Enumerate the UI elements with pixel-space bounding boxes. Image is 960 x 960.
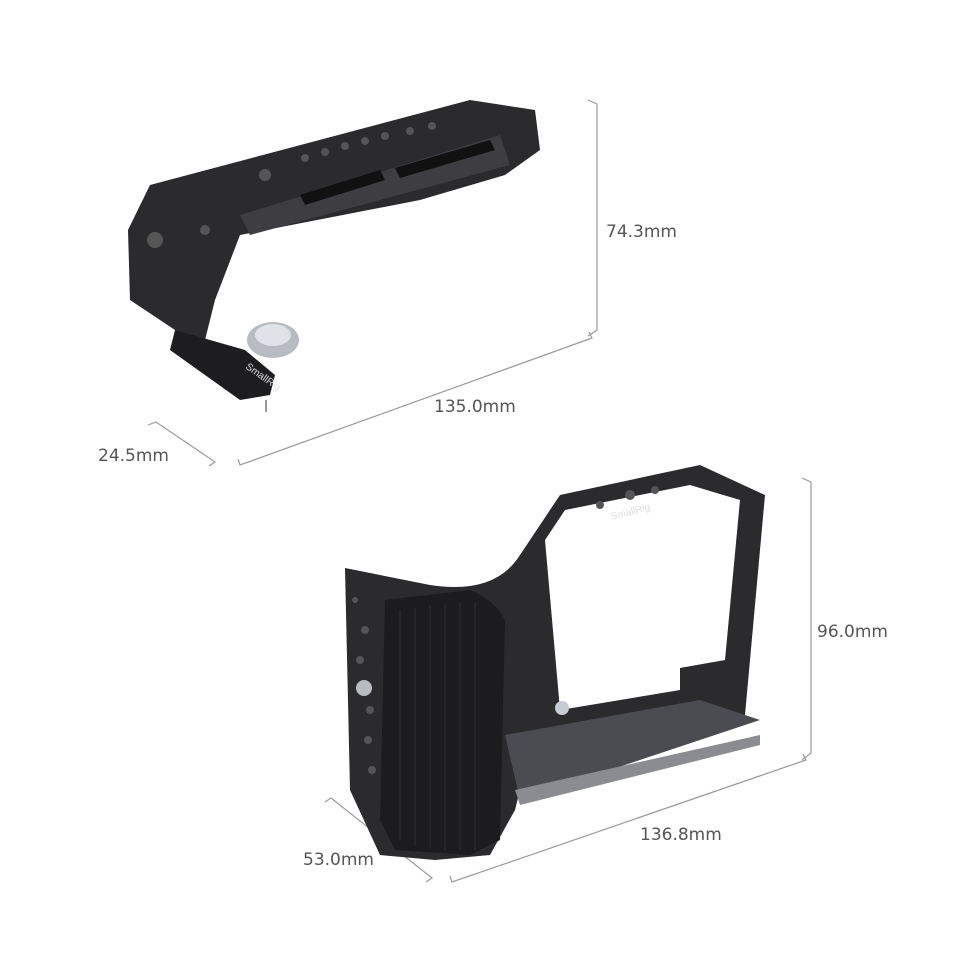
handle-width-line <box>147 421 217 467</box>
top-handle: SmallRig <box>128 100 540 412</box>
handle-width-label: 24.5mm <box>98 446 169 466</box>
cage-length-label: 136.8mm <box>640 825 722 845</box>
cage-height-label: 96.0mm <box>817 622 888 642</box>
camera-cage: SmallRig <box>345 465 765 860</box>
cage-height-line <box>801 477 812 761</box>
handle-length-line <box>237 331 593 466</box>
cage-length-line <box>449 753 807 883</box>
cage-depth-label: 53.0mm <box>303 850 374 870</box>
handle-height-label: 74.3mm <box>606 222 677 242</box>
handle-length-label: 135.0mm <box>434 397 516 417</box>
handle-height-line <box>587 99 598 337</box>
